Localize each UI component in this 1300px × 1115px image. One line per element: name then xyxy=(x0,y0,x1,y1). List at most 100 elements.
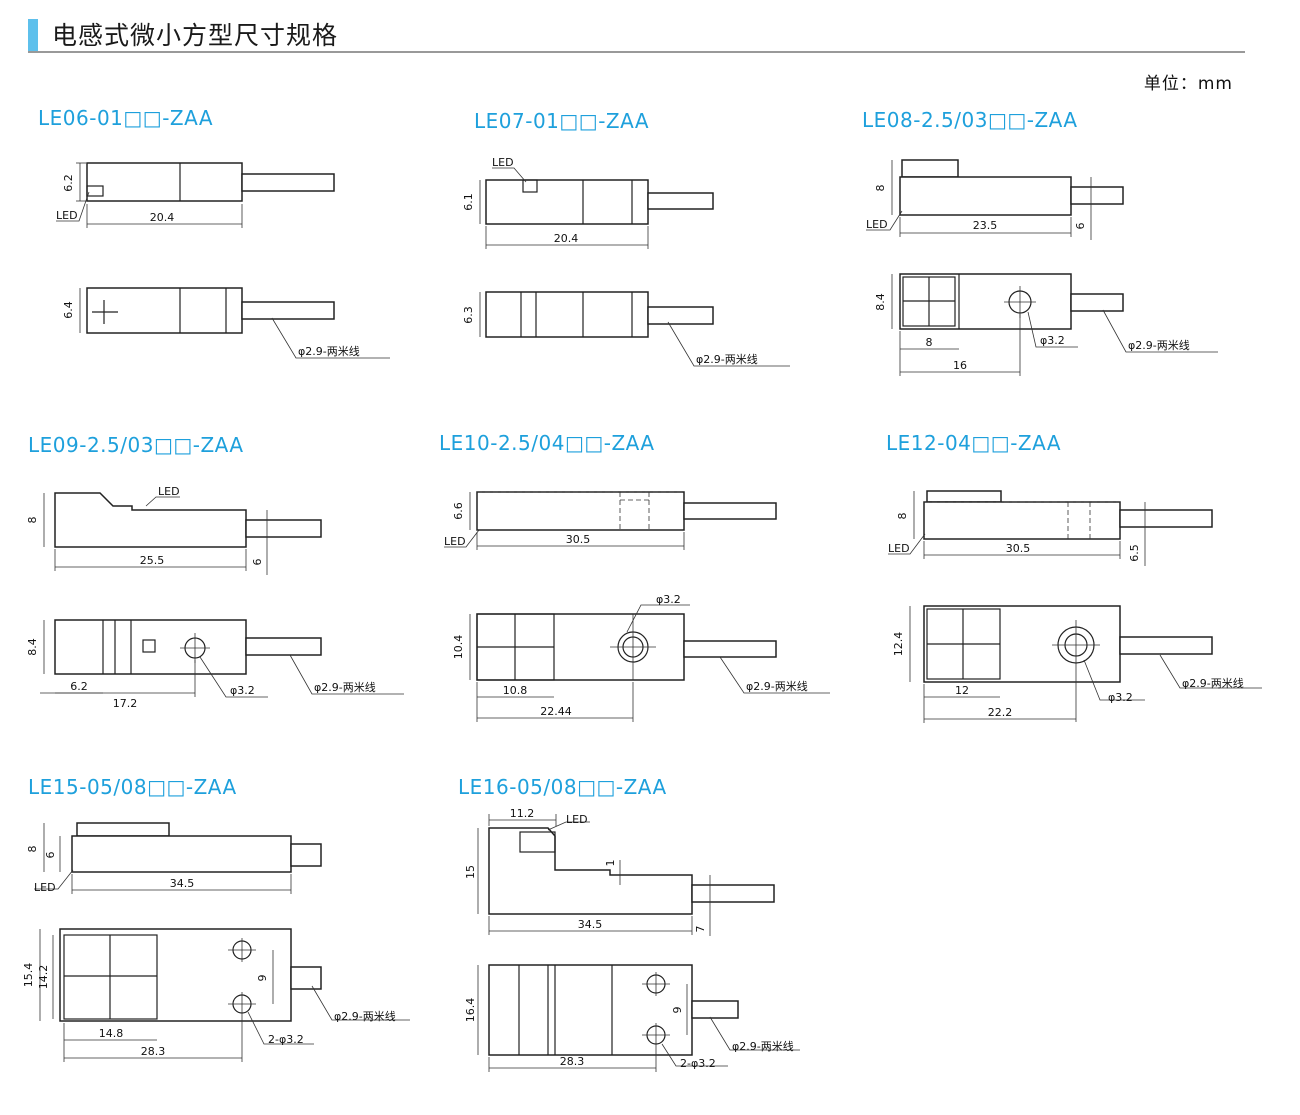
model-title-le06: LE06-01□□-ZAA xyxy=(38,106,214,130)
le12-top-cable xyxy=(1119,636,1213,655)
le07-cable-label: φ2.9-两米线 xyxy=(696,352,758,366)
le15-dim-length: 34.5 xyxy=(170,877,195,890)
le06-cable-label: φ2.9-两米线 xyxy=(298,344,360,358)
le09-dim-hole: 17.2 xyxy=(113,697,138,710)
le16-dim-cable: 7 xyxy=(694,926,707,933)
le12-side-body xyxy=(923,501,1121,540)
model-title-le15: LE15-05/08□□-ZAA xyxy=(28,775,237,799)
le08-side-led xyxy=(901,159,959,178)
le16-dim-height: 15 xyxy=(464,865,477,879)
le09-dim-window: 6.2 xyxy=(70,680,88,693)
le15-dim-width: 15.4 xyxy=(22,963,35,988)
le06-dim-width: 6.4 xyxy=(62,301,75,319)
le16-dim-pitch: 9 xyxy=(671,1007,684,1014)
le16-dim-top: 11.2 xyxy=(510,807,535,820)
le10-top-cable xyxy=(683,640,777,658)
model-title-le10: LE10-2.5/04□□-ZAA xyxy=(439,431,655,455)
le12-dim-sensor: 12 xyxy=(955,684,969,697)
le08-dim-hole: 16 xyxy=(953,359,967,372)
le06-top-body xyxy=(86,287,243,334)
le16-hole-label: 2-φ3.2 xyxy=(680,1057,716,1070)
le07-dim-length: 20.4 xyxy=(554,232,579,245)
le16-top-cable xyxy=(691,1000,739,1019)
le08-led-label: LED xyxy=(866,218,888,231)
le10-cable-label: φ2.9-两米线 xyxy=(746,679,808,693)
le09-dim-cable: 6 xyxy=(251,559,264,566)
le08-dim-width: 8.4 xyxy=(874,293,887,311)
le10-side-cable xyxy=(683,502,777,520)
le12-dim-width: 12.4 xyxy=(892,632,905,657)
le09-dim-width: 8.4 xyxy=(26,638,39,656)
drawing-le12: 8 LED 30.5 6.5 12.4 12 22.2 φ3.2 φ2.9-两米… xyxy=(888,490,1262,723)
le08-side-cable xyxy=(1070,186,1124,205)
le12-dim-length: 30.5 xyxy=(1006,542,1031,555)
le09-hole-label: φ3.2 xyxy=(230,684,255,697)
drawing-le16: 11.2 LED 15 1 34.5 7 9 16.4 28.3 2-φ3.2 … xyxy=(464,807,800,1072)
le09-side-body xyxy=(54,492,247,548)
title-divider xyxy=(28,51,1245,53)
le10-dim-length: 30.5 xyxy=(566,533,591,546)
le12-hole-label: φ3.2 xyxy=(1108,691,1133,704)
le12-cable-label: φ2.9-两米线 xyxy=(1182,676,1244,690)
le06-top-cable xyxy=(241,301,335,320)
le09-dim-height: 8 xyxy=(26,517,39,524)
le16-side-cable xyxy=(691,884,775,903)
le06-dim-length: 20.4 xyxy=(150,211,175,224)
le07-dim-height: 6.1 xyxy=(462,193,475,211)
le08-side-body xyxy=(899,176,1072,216)
le15-dim-sensor-w: 14.2 xyxy=(37,965,50,990)
le08-dim-height: 8 xyxy=(874,185,887,192)
le16-dim-hole: 28.3 xyxy=(560,1055,585,1068)
le07-side-body xyxy=(485,179,649,225)
unit-label: 单位：mm xyxy=(1143,74,1233,94)
le12-dim-hole: 22.2 xyxy=(988,706,1013,719)
model-title-le12: LE12-04□□-ZAA xyxy=(886,431,1062,455)
le15-side-cable xyxy=(290,843,322,867)
le08-dim-sensor: 8 xyxy=(926,336,933,349)
le12-led-label: LED xyxy=(888,542,910,555)
le09-top-body xyxy=(54,619,247,675)
le10-dim-height: 6.6 xyxy=(452,502,465,520)
le07-side-cable xyxy=(647,192,714,210)
le09-top-cable xyxy=(245,637,322,656)
page-title: 电感式微小方型尺寸规格 xyxy=(52,21,339,50)
le12-side-led xyxy=(926,490,1002,503)
drawing-le06: 6.2 20.4 LED 6.4 φ2.9-两米线 xyxy=(56,162,390,359)
le08-cable-label: φ2.9-两米线 xyxy=(1128,338,1190,352)
drawing-le08: 8 23.5 6 LED 8.4 8 16 φ3.2 φ2.9-两米线 xyxy=(866,159,1218,376)
le10-led-label: LED xyxy=(444,535,466,548)
le07-top-body xyxy=(485,291,649,338)
le09-cable-label: φ2.9-两米线 xyxy=(314,680,376,694)
le15-top-cable xyxy=(290,966,322,990)
model-title-le09: LE09-2.5/03□□-ZAA xyxy=(28,433,244,457)
drawing-le10: 6.6 LED 30.5 10.4 φ3.2 10.8 22.44 φ2.9-两… xyxy=(444,491,830,722)
le16-cable-label: φ2.9-两米线 xyxy=(732,1039,794,1053)
model-title-le08: LE08-2.5/03□□-ZAA xyxy=(862,108,1078,132)
le06-side-cable xyxy=(241,173,335,192)
le16-dim-width: 16.4 xyxy=(464,998,477,1023)
le09-side-cable xyxy=(245,519,322,538)
le15-side-body xyxy=(71,835,292,873)
le07-dim-width: 6.3 xyxy=(462,306,475,324)
le15-dim-hole: 28.3 xyxy=(141,1045,166,1058)
drawing-le09: LED 8 25.5 6 8.4 6.2 17.2 φ3.2 φ2.9-两米线 xyxy=(26,485,404,710)
le16-dim-length: 34.5 xyxy=(578,918,603,931)
le10-dim-sensor: 10.8 xyxy=(503,684,528,697)
model-title-le07: LE07-01□□-ZAA xyxy=(474,109,650,133)
le15-dim-pitch: 9 xyxy=(256,975,269,982)
title-accent-bar xyxy=(28,19,38,52)
le08-hole-label: φ3.2 xyxy=(1040,334,1065,347)
le10-dim-width: 10.4 xyxy=(452,635,465,660)
le15-dim-sensor: 14.8 xyxy=(99,1027,124,1040)
model-title-le16: LE16-05/08□□-ZAA xyxy=(458,775,667,799)
le07-led-label: LED xyxy=(492,156,514,169)
le16-led-label: LED xyxy=(566,813,588,826)
le08-top-cable xyxy=(1070,293,1124,312)
le12-side-cable xyxy=(1119,509,1213,528)
le06-side-body xyxy=(86,162,243,202)
le06-led-label: LED xyxy=(56,209,78,222)
le15-hole-label: 2-φ3.2 xyxy=(268,1033,304,1046)
le09-dim-length: 25.5 xyxy=(140,554,165,567)
le16-dim-step: 1 xyxy=(604,860,617,867)
le10-dim-hole: 22.44 xyxy=(540,705,572,718)
